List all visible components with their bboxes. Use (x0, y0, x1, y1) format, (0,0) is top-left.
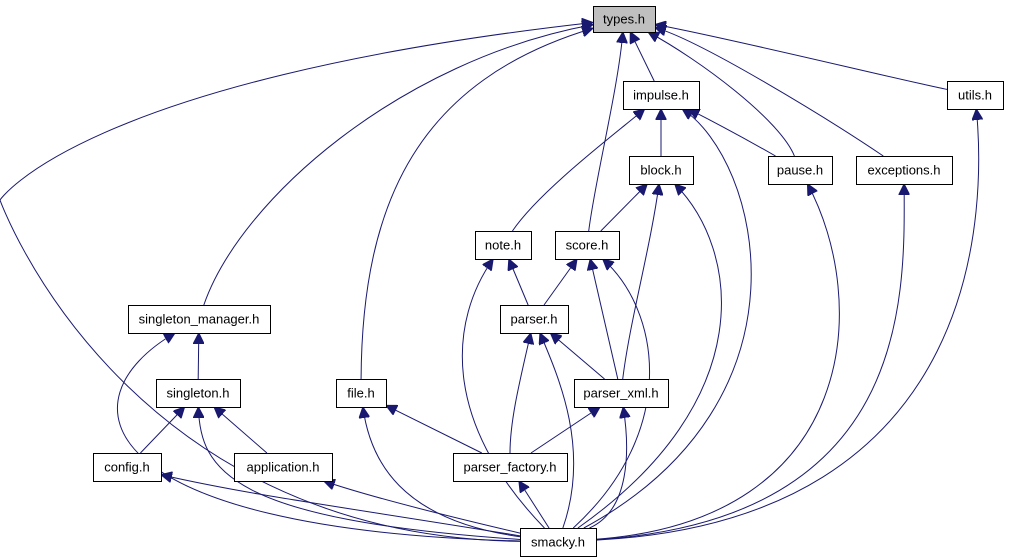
edge-note-to-impulse (512, 109, 644, 232)
node-box (629, 156, 694, 185)
edge-singleton_manager-to-types (203, 25, 593, 306)
node-pause[interactable]: pause.h (768, 156, 833, 185)
edge-smacky-to-parser (540, 333, 575, 529)
edge-smacky-to-exceptions (595, 184, 904, 541)
edge-smacky-to-pause (595, 184, 840, 540)
node-box (555, 231, 620, 260)
node-box (768, 156, 833, 185)
node-box (93, 453, 162, 482)
edge-file-to-types (360, 28, 593, 380)
node-label: parser_factory.h (464, 460, 557, 475)
edge-utils-to-types (655, 24, 948, 90)
edge-impulse-to-types (630, 32, 655, 82)
node-parser-xml[interactable]: parser_xml.h (574, 379, 669, 408)
edge-parser_xml-to-block (622, 184, 659, 380)
node-note[interactable]: note.h (475, 231, 532, 260)
edge-smacky-to-file (363, 407, 521, 538)
node-box (520, 528, 597, 557)
edge-pause-to-impulse (688, 109, 776, 157)
edge-singleton-to-singleton_manager (198, 333, 199, 380)
node-singleton-manager[interactable]: singleton_manager.h (128, 305, 271, 334)
node-label: impulse.h (633, 88, 689, 103)
node-box (593, 6, 656, 33)
node-label: singleton.h (167, 386, 230, 401)
edge-smacky-to-impulse (583, 109, 752, 529)
edge-pause-to-types (648, 32, 795, 157)
edge-parser-to-note (509, 259, 529, 306)
node-label: parser_xml.h (583, 386, 658, 401)
node-parser[interactable]: parser.h (500, 305, 569, 334)
node-box (475, 231, 532, 260)
edge-smacky-to-application (324, 481, 521, 534)
node-box (947, 81, 1004, 110)
node-label: application.h (247, 460, 320, 475)
node-label: singleton_manager.h (139, 312, 260, 327)
node-box (500, 305, 569, 334)
edge-smacky-to-score (572, 259, 651, 529)
edge-smacky-to-note (461, 259, 545, 529)
edge-application-to-singleton (214, 407, 268, 454)
node-utils[interactable]: utils.h (947, 81, 1004, 110)
edge-score-to-types (588, 32, 623, 232)
node-box (856, 156, 953, 185)
node-box (453, 453, 568, 482)
edge-smacky-to-types (0, 22, 593, 542)
edge-score-to-block (600, 184, 647, 232)
node-label: smacky.h (531, 535, 585, 550)
node-block[interactable]: block.h (629, 156, 694, 185)
node-label: parser.h (511, 312, 558, 327)
edge-smacky-to-block (577, 184, 722, 529)
edge-smacky-to-singleton_manager (117, 333, 521, 542)
edge-smacky-to-config (161, 475, 521, 537)
node-label: types.h (603, 12, 645, 27)
edge-smacky-to-parser_factory (519, 481, 550, 529)
edge-parser_factory-to-parser_xml (530, 407, 600, 454)
node-label: pause.h (777, 163, 823, 178)
node-smacky[interactable]: smacky.h (520, 528, 597, 557)
node-parser-factory[interactable]: parser_factory.h (453, 453, 568, 482)
node-label: block.h (640, 163, 681, 178)
node-box (128, 305, 271, 334)
node-score[interactable]: score.h (555, 231, 620, 260)
node-box (336, 379, 387, 408)
edge-smacky-to-parser_xml (589, 407, 627, 529)
node-label: score.h (566, 238, 609, 253)
node-application[interactable]: application.h (234, 453, 333, 482)
node-layer: types.h impulse.h utils.h block.h pause.h exc… (93, 6, 1004, 557)
node-file[interactable]: file.h (336, 379, 387, 408)
edge-parser_xml-to-score (590, 259, 619, 380)
node-label: utils.h (958, 88, 992, 103)
node-impulse[interactable]: impulse.h (623, 81, 700, 110)
node-label: config.h (104, 460, 150, 475)
edge-parser_factory-to-file (386, 405, 483, 454)
node-box (156, 379, 241, 408)
edge-exceptions-to-types (655, 28, 884, 157)
node-singleton[interactable]: singleton.h (156, 379, 241, 408)
edge-smacky-to-singleton (198, 407, 521, 540)
edge-parser_xml-to-parser (550, 333, 605, 380)
node-types[interactable]: types.h (593, 6, 656, 33)
edge-smacky-to-utils (595, 109, 979, 541)
edge-parser-to-score (543, 259, 577, 306)
node-box (574, 379, 669, 408)
edge-config-to-singleton (140, 407, 184, 454)
node-label: note.h (485, 238, 521, 253)
node-label: exceptions.h (868, 163, 941, 178)
node-exceptions[interactable]: exceptions.h (856, 156, 953, 185)
node-box (623, 81, 700, 110)
node-box (234, 453, 333, 482)
edge-parser_factory-to-parser (509, 333, 531, 454)
node-label: file.h (347, 386, 374, 401)
node-config[interactable]: config.h (93, 453, 162, 482)
